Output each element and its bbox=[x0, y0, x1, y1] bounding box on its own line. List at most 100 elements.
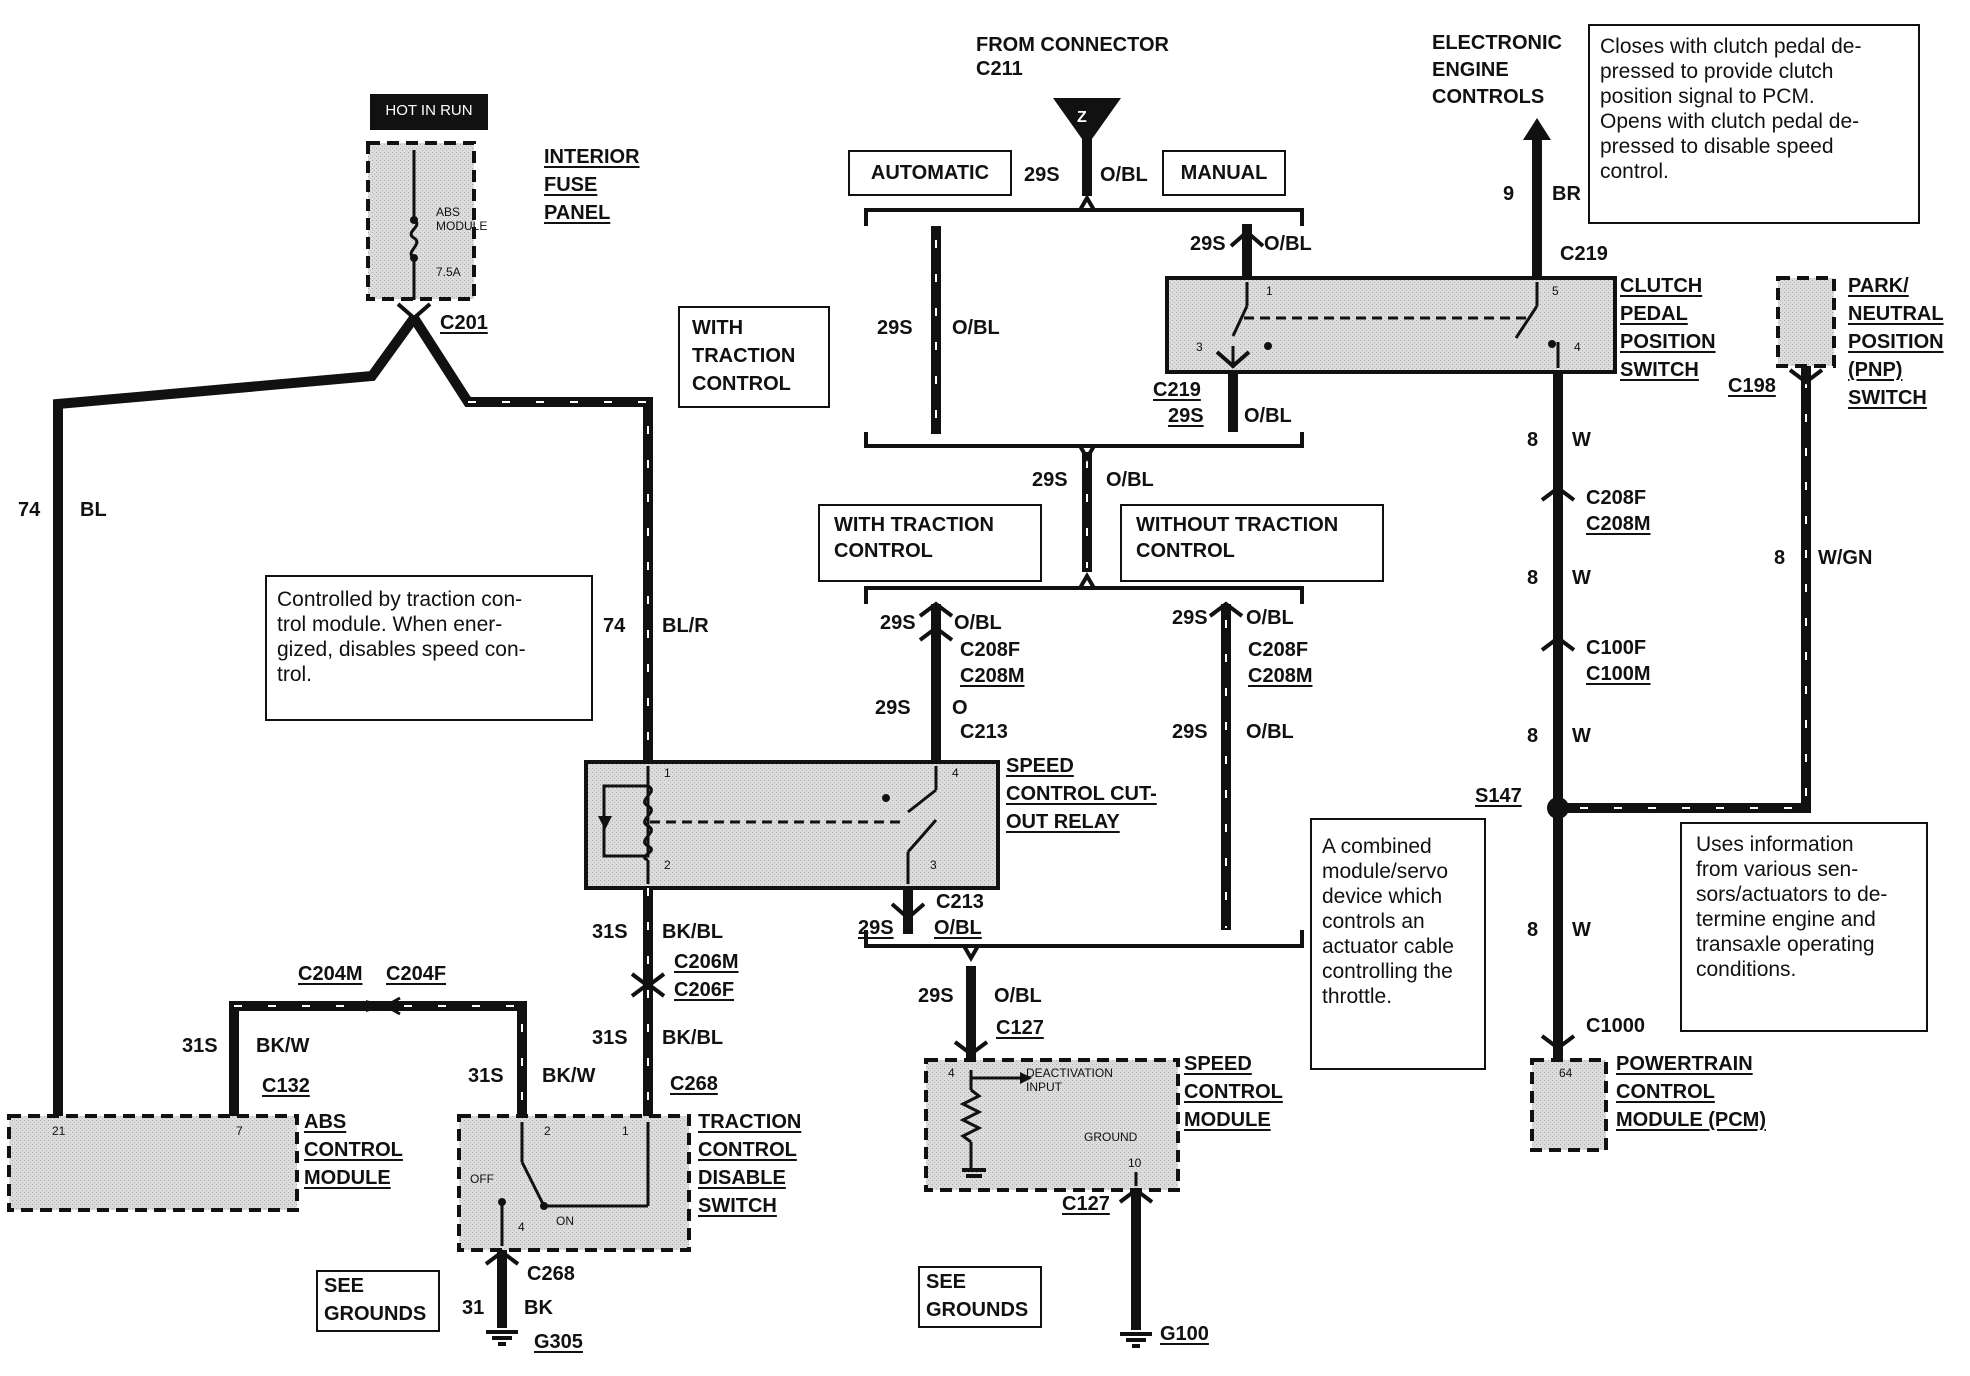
with-tc-feed-box: WITH TRACTION CONTROL bbox=[678, 306, 830, 408]
clutch-out-num: 29S bbox=[1168, 405, 1204, 427]
module-pin-10: 10 bbox=[1128, 1156, 1142, 1170]
ground-label: GROUND bbox=[1084, 1130, 1138, 1144]
fuse-rating: 7.5A bbox=[436, 265, 461, 279]
clutch-switch-label: CLUTCH PEDAL POSITION SWITCH bbox=[1620, 275, 1716, 381]
c208f-left-label: C208F bbox=[960, 639, 1021, 661]
c100m-label: C100M bbox=[1586, 663, 1651, 685]
relay-note: Controlled by traction con- trol module.… bbox=[265, 575, 593, 721]
wire-br-color: BR bbox=[1552, 183, 1581, 205]
wgn-num: 8 bbox=[1774, 547, 1786, 569]
bkbl-num-2: 31S bbox=[592, 1027, 628, 1049]
c268-bottom-label: C268 bbox=[527, 1263, 575, 1285]
w-num-3: 8 bbox=[1527, 725, 1539, 747]
relay-pin-2: 2 bbox=[664, 858, 671, 872]
c208m-right-label: C208M bbox=[1586, 513, 1651, 535]
with-tc-box: WITH TRACTION CONTROL bbox=[818, 504, 1042, 582]
tc-off-label: OFF bbox=[470, 1172, 494, 1186]
c219-bottom-label: C219 bbox=[1153, 379, 1201, 401]
tc-switch-body bbox=[457, 1114, 691, 1252]
relay-in-color: O bbox=[952, 697, 968, 719]
cutout-relay-body bbox=[584, 760, 1000, 890]
eec-label: ELECTRONIC ENGINE CONTROLS bbox=[1432, 32, 1562, 108]
cutout-relay-label: SPEED CONTROL CUT- OUT RELAY bbox=[1006, 755, 1157, 833]
c204m-label: C204M bbox=[298, 963, 363, 985]
pnp-switch-label: PARK/ NEUTRAL POSITION (PNP) SWITCH bbox=[1848, 275, 1944, 409]
fuse-panel-body bbox=[366, 141, 476, 301]
w-num-1: 8 bbox=[1527, 429, 1539, 451]
clutch-pin-3: 3 bbox=[1196, 340, 1203, 354]
g100-label: G100 bbox=[1160, 1323, 1209, 1345]
wire-31s-bkw bbox=[229, 1001, 527, 1116]
pcm-body bbox=[1530, 1058, 1608, 1152]
without-tc-num: 29S bbox=[1172, 607, 1208, 629]
bkw-color-2: BK/W bbox=[542, 1065, 596, 1087]
combined-num: 29S bbox=[1032, 469, 1068, 491]
bkbl-color-2: BK/BL bbox=[662, 1027, 724, 1049]
bkw-num-2: 31S bbox=[468, 1065, 504, 1087]
wire-74-num: 74 bbox=[18, 499, 41, 521]
c1000-label: C1000 bbox=[1586, 1015, 1645, 1037]
source-wire-color: O/BL bbox=[1100, 164, 1148, 186]
splice-s147 bbox=[1547, 797, 1569, 819]
automatic-label: AUTOMATIC bbox=[870, 162, 990, 184]
module-in-color: O/BL bbox=[994, 985, 1042, 1007]
bkbl-num-1: 31S bbox=[592, 921, 628, 943]
relay-pin-3: 3 bbox=[930, 858, 937, 872]
tc-on-label: ON bbox=[556, 1214, 574, 1228]
relay-pin-1: 1 bbox=[664, 766, 671, 780]
s147-label: S147 bbox=[1475, 785, 1522, 807]
c100f-label: C100F bbox=[1586, 637, 1647, 659]
wire-bl-color: BL bbox=[80, 499, 107, 521]
auto-wire-num: 29S bbox=[877, 317, 913, 339]
wire-74-blr bbox=[409, 315, 653, 762]
c204f-label: C204F bbox=[386, 963, 447, 985]
without-tc-box: WITHOUT TRACTION CONTROL bbox=[1120, 504, 1384, 582]
c206f-label: C206F bbox=[674, 979, 735, 1001]
brace-tc bbox=[864, 586, 1304, 604]
wire-74-num-2: 74 bbox=[603, 615, 626, 637]
pcm-note: Uses information from various sen- sors/… bbox=[1680, 822, 1928, 1032]
see-grounds-left: SEE GROUNDS bbox=[316, 1270, 440, 1332]
tc-pin-2: 2 bbox=[544, 1124, 551, 1138]
wire-8-wgn bbox=[1558, 366, 1811, 813]
wire-9-num: 9 bbox=[1503, 183, 1515, 205]
wire-31-num: 31 bbox=[462, 1297, 485, 1319]
module-note: A combined module/servo device which con… bbox=[1310, 818, 1486, 1070]
combined-color: O/BL bbox=[1106, 469, 1154, 491]
eec-arrow bbox=[1523, 118, 1551, 140]
tc-switch-label: TRACTION CONTROL DISABLE SWITCH bbox=[698, 1111, 802, 1217]
connector-pin-z: Z bbox=[1077, 109, 1087, 126]
w-color-4: W bbox=[1572, 919, 1591, 941]
w-num-4: 8 bbox=[1527, 919, 1539, 941]
from-connector-label: FROM CONNECTOR C211 bbox=[976, 34, 1169, 80]
module-in-num: 29S bbox=[918, 985, 954, 1007]
interior-fuse-panel-label: INTERIOR FUSE PANEL bbox=[544, 146, 640, 224]
wire-blr-color: BL/R bbox=[662, 615, 709, 637]
w-color-1: W bbox=[1572, 429, 1591, 451]
abs-module-label: ABS CONTROL MODULE bbox=[304, 1111, 403, 1189]
c201-label: C201 bbox=[440, 312, 488, 334]
clutch-note: Closes with clutch pedal de- pressed to … bbox=[1588, 24, 1920, 224]
deactivation-label: DEACTIVATION INPUT bbox=[1026, 1066, 1113, 1094]
relay-in-num: 29S bbox=[875, 697, 911, 719]
bkw-num-1: 31S bbox=[182, 1035, 218, 1057]
tc-pin-1: 1 bbox=[622, 1124, 629, 1138]
g305-label: G305 bbox=[534, 1331, 583, 1353]
connector-z bbox=[1053, 98, 1121, 146]
c198-label: C198 bbox=[1728, 375, 1776, 397]
clutch-pin-4: 4 bbox=[1574, 340, 1581, 354]
clutch-out-color: O/BL bbox=[1244, 405, 1292, 427]
wire-wgn-color: W/GN bbox=[1818, 547, 1873, 569]
pnp-switch-body bbox=[1776, 276, 1836, 368]
without-tc-color-2: O/BL bbox=[1246, 721, 1294, 743]
auto-wire-color: O/BL bbox=[952, 317, 1000, 339]
c208f-mid-label: C208F bbox=[1248, 639, 1309, 661]
sc-module-label: SPEED CONTROL MODULE bbox=[1184, 1053, 1283, 1131]
c219-top-label: C219 bbox=[1560, 243, 1608, 265]
abs-pin-7: 7 bbox=[236, 1124, 243, 1138]
hot-in-run-label: HOT IN RUN bbox=[370, 94, 488, 130]
c268-top-label: C268 bbox=[670, 1073, 718, 1095]
c127-top-label: C127 bbox=[996, 1017, 1044, 1039]
abs-module-body bbox=[7, 1114, 299, 1212]
